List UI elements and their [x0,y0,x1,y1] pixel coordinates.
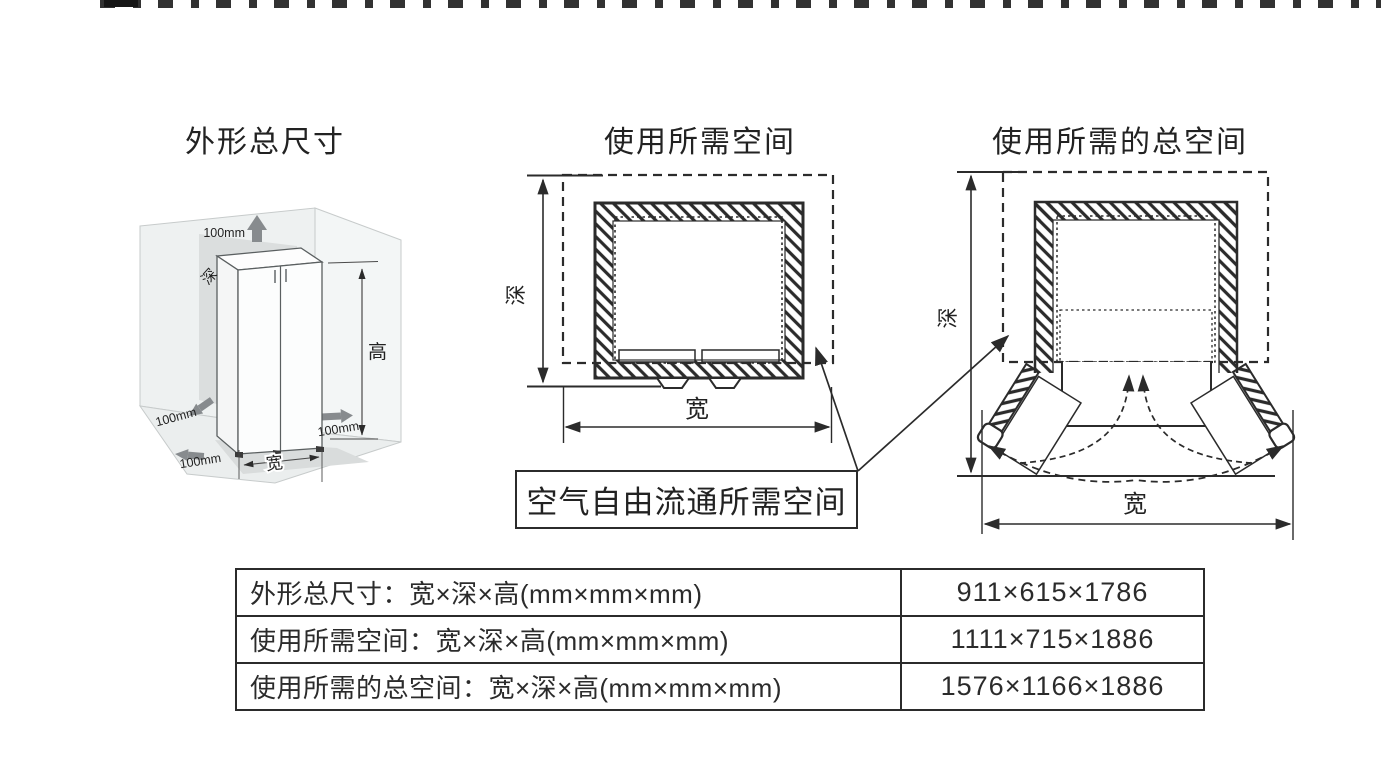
value-cell: 1111×715×1886 [950,624,1155,654]
value-cell: 1576×1166×1886 [940,671,1165,701]
width-dimension [238,450,323,482]
diagram-overall-dimensions: 高 宽 深 100mm 100mm 100mm 100mm [138,207,402,484]
title-total-required-space: 使用所需的总空间 [992,126,1248,159]
spec-cell: 外形总尺寸：宽×深×高(mm×mm×mm) [237,570,902,615]
height-dim-label: 高 [368,341,387,363]
clearance-top-label: 100mm [203,226,245,240]
right-clearance-arrow [320,408,353,423]
air-flow-arrows [1019,374,1253,464]
clearance-front-left-label: 100mm [179,451,222,471]
spec-cell: 使用所需的总空间：宽×深×高(mm×mm×mm) [237,664,902,709]
fridge-3d [215,247,324,458]
dimensions-table: 外形总尺寸：宽×深×高(mm×mm×mm) 911×615×1786 使用所需空… [235,568,1205,711]
width-dim-label: 宽 [685,396,709,423]
title-overall-dimensions: 外形总尺寸 [185,126,345,159]
left-door-front [618,349,696,363]
table-row: 外形总尺寸：宽×深×高(mm×mm×mm) 911×615×1786 [237,570,1203,615]
table-row: 使用所需的总空间：宽×深×高(mm×mm×mm) 1576×1166×1886 [237,662,1203,709]
left-clearance-arrow [189,397,214,416]
drawer-dotted-outline [1059,309,1213,363]
clipped-heading-underline [104,0,138,7]
clearance-arrows [175,215,353,462]
height-dimension [327,261,379,440]
door-swing-arcs [987,445,1285,483]
diagram-required-space: 深 宽 [505,173,835,443]
width-dimension [957,410,1294,540]
front-left-clearance-arrow [175,449,205,462]
air-circulation-callout-text: 空气自由流通所需空间 [526,485,847,520]
width-dim-label: 宽 [1123,491,1147,518]
right-door-handle [1268,422,1296,450]
clearance-right-label: 100mm [317,419,360,439]
left-door-handle [655,377,691,389]
right-open-door [1189,362,1296,476]
air-circulation-callout: 空气自由流通所需空间 [515,470,858,529]
right-door-front [701,349,780,363]
width-dim-label: 宽 [265,453,284,474]
clipped-heading-fragment [100,0,1381,8]
pullout-drawer [1061,362,1212,427]
depth-dim-label: 深 [937,308,960,329]
diagram-total-required-space: 深 [937,170,1296,540]
inner-dotted-outline [1056,215,1216,363]
spec-cell: 使用所需空间：宽×深×高(mm×mm×mm) [237,617,902,662]
fridge-top-view [593,201,805,389]
inner-dotted-outline [614,216,783,364]
title-required-space: 使用所需空间 [604,126,796,159]
value-cell: 911×615×1786 [956,577,1149,607]
top-clearance-arrow [247,215,267,242]
depth-dim-label: 深 [505,285,528,306]
table-row: 使用所需空间：宽×深×高(mm×mm×mm) 1111×715×1886 [237,615,1203,662]
right-door-handle [707,377,743,389]
